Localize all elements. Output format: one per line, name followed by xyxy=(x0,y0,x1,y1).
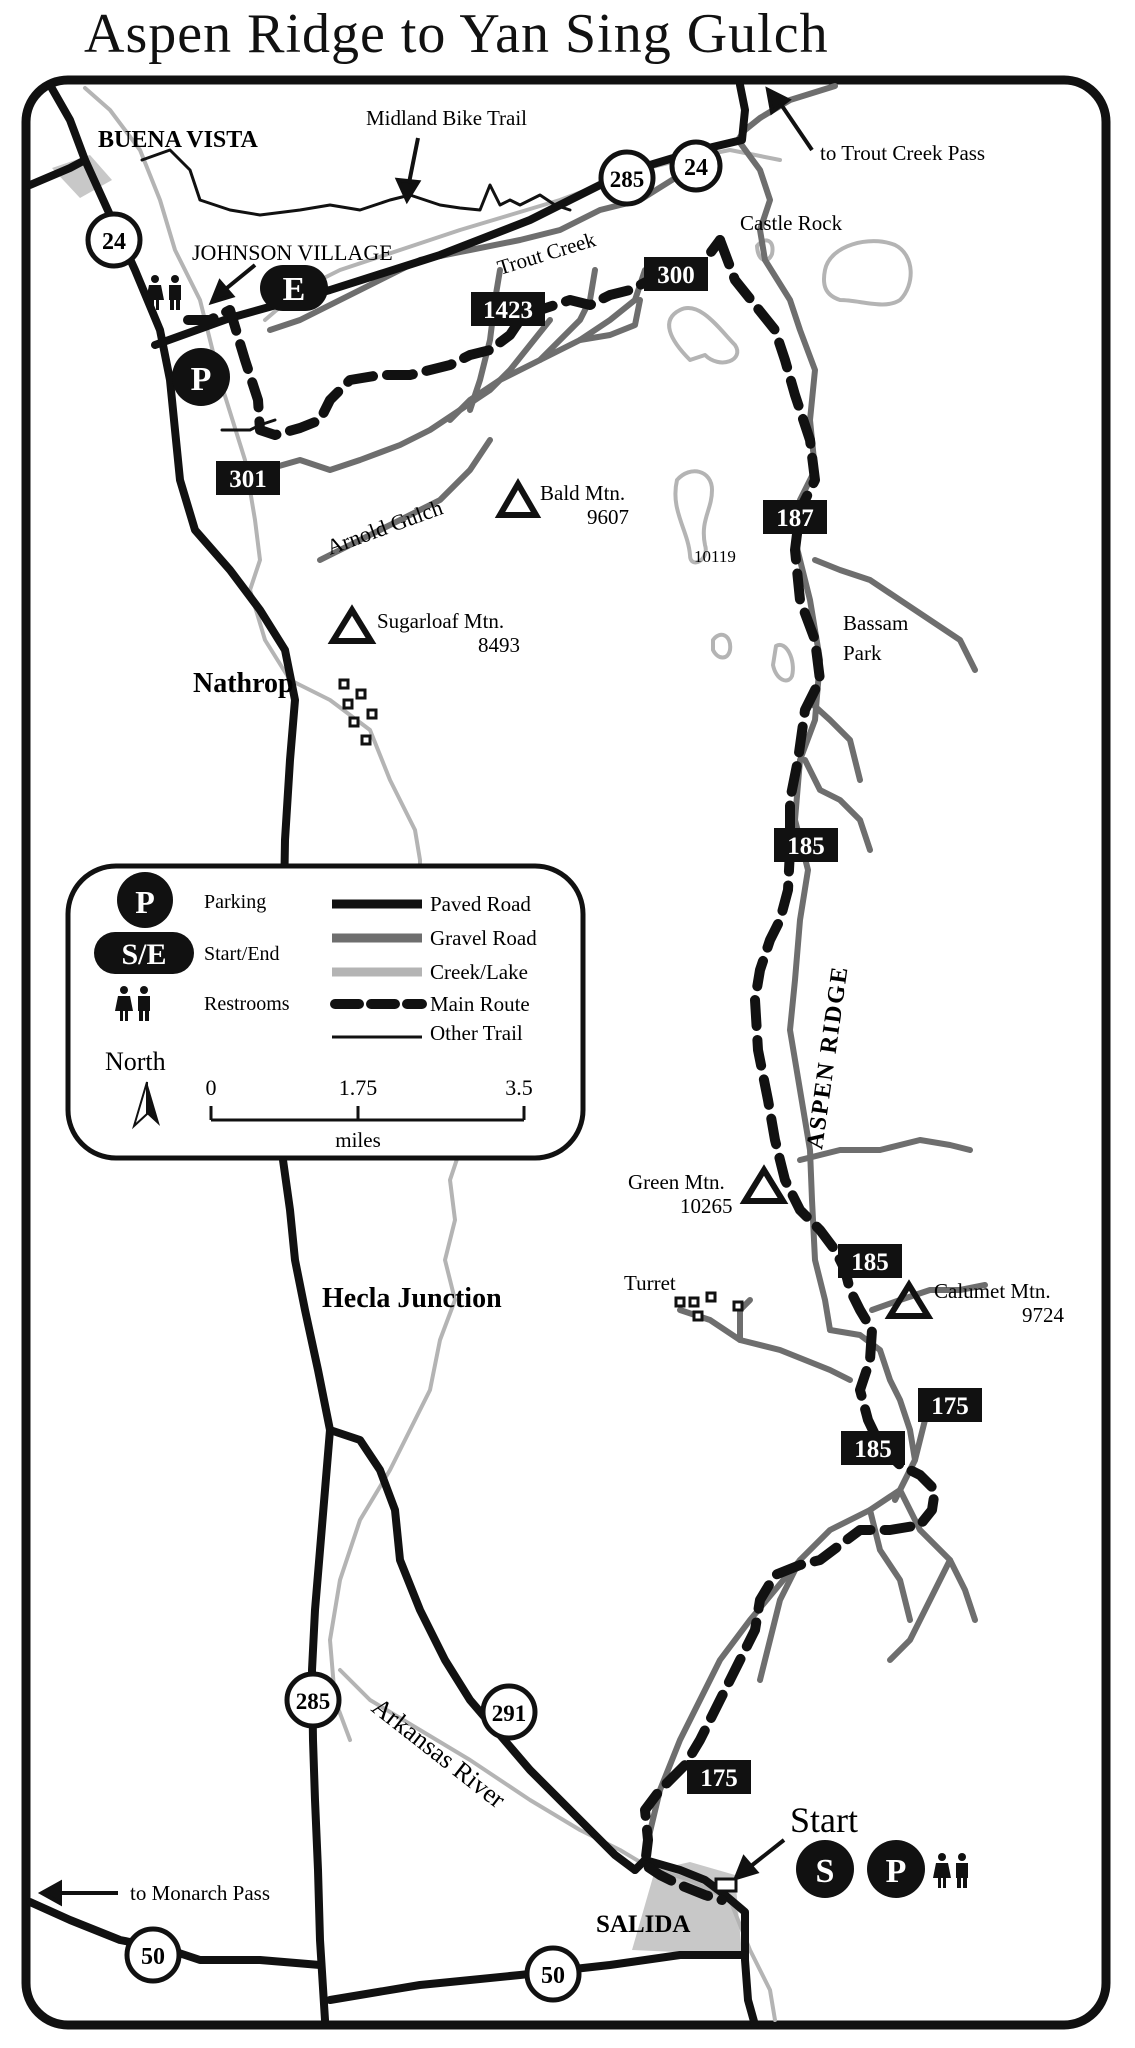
peak-icons xyxy=(327,478,934,1319)
end-marker[interactable]: E xyxy=(260,265,328,311)
svg-text:24: 24 xyxy=(684,155,708,181)
salida-label: SALIDA xyxy=(596,1911,690,1938)
trailhead-marker xyxy=(714,1877,738,1893)
highway-24-top: 24 xyxy=(669,139,723,193)
nathrop-buildings xyxy=(338,678,378,746)
highway-50-bottom: 50 xyxy=(524,1945,582,2003)
bassam-label: Bassam xyxy=(843,611,908,635)
road-185-c: 185 xyxy=(841,1431,905,1465)
svg-text:301: 301 xyxy=(229,466,267,493)
johnson-village-label: JOHNSON VILLAGE xyxy=(192,240,393,265)
legend-parking-symbol: P xyxy=(135,884,155,920)
svg-text:P: P xyxy=(191,361,212,398)
legend-gravel: Gravel Road xyxy=(430,926,537,950)
legend-parking: Parking xyxy=(204,891,266,913)
svg-text:175: 175 xyxy=(931,1393,969,1420)
svg-text:50: 50 xyxy=(141,1944,165,1970)
road-1423: 1423 xyxy=(471,292,545,326)
highway-24-left: 24 xyxy=(85,211,143,269)
road-175-a: 175 xyxy=(918,1388,982,1422)
legend-other-trail: Other Trail xyxy=(430,1021,523,1045)
svg-text:1423: 1423 xyxy=(483,297,533,324)
castle-rock-label: Castle Rock xyxy=(740,211,843,235)
sugarloaf-elev: 8493 xyxy=(478,633,520,657)
highway-285-bottom: 285 xyxy=(284,1671,342,1729)
highway-50-left: 50 xyxy=(124,1926,182,1984)
svg-text:E: E xyxy=(283,271,306,308)
svg-text:285: 285 xyxy=(296,1689,331,1714)
start-marker-s[interactable]: S xyxy=(796,1840,854,1898)
start-marker-p[interactable]: P xyxy=(867,1840,925,1898)
legend-start-end-symbol: S/E xyxy=(121,938,166,971)
road-300: 300 xyxy=(644,257,708,291)
hecla-junction-label: Hecla Junction xyxy=(322,1283,502,1314)
highway-285-top: 285 xyxy=(598,149,656,207)
svg-text:24: 24 xyxy=(102,229,126,255)
gravel-roads xyxy=(262,83,988,1843)
midland-arrow xyxy=(394,137,422,205)
start-label: Start xyxy=(790,1800,858,1840)
trout-creek-pass-arrow xyxy=(765,86,814,152)
start-arrow xyxy=(732,1838,786,1882)
lake-elev-label: 10119 xyxy=(694,547,736,566)
legend-scale-0: 0 xyxy=(206,1075,217,1100)
svg-text:185: 185 xyxy=(854,1436,892,1463)
monarch-pass-label: to Monarch Pass xyxy=(130,1881,270,1905)
map-title: Aspen Ridge to Yan Sing Gulch xyxy=(84,3,829,65)
nathrop-label: Nathrop xyxy=(193,668,294,699)
svg-text:175: 175 xyxy=(700,1765,738,1792)
road-175-b: 175 xyxy=(687,1760,751,1794)
legend-scale-unit: miles xyxy=(335,1128,381,1152)
legend-scale-max: 3.5 xyxy=(505,1075,533,1100)
legend: P Parking S/E Start/End Restrooms Paved … xyxy=(65,863,586,1161)
svg-text:291: 291 xyxy=(492,1701,527,1726)
trout-creek-pass-label: to Trout Creek Pass xyxy=(820,141,985,165)
midland-bike-trail-label: Midland Bike Trail xyxy=(366,106,527,130)
legend-north: North xyxy=(105,1047,166,1076)
legend-paved: Paved Road xyxy=(430,892,531,916)
legend-main-route: Main Route xyxy=(430,992,530,1016)
road-185-a: 185 xyxy=(774,828,838,862)
turret-label: Turret xyxy=(624,1271,676,1295)
svg-text:P: P xyxy=(886,1853,907,1890)
johnson-village-arrow xyxy=(208,263,257,306)
svg-text:S: S xyxy=(816,1853,835,1890)
legend-scale-mid: 1.75 xyxy=(339,1075,378,1100)
sugarloaf-label: Sugarloaf Mtn. xyxy=(377,609,504,633)
green-mtn-label: Green Mtn. xyxy=(628,1170,725,1194)
calumet-mtn-elev: 9724 xyxy=(1022,1303,1065,1327)
svg-text:50: 50 xyxy=(541,1963,565,1989)
svg-text:285: 285 xyxy=(610,167,645,192)
svg-text:187: 187 xyxy=(776,505,814,532)
buena-vista-label: BUENA VISTA xyxy=(98,127,259,153)
green-mtn-elev: 10265 xyxy=(680,1194,733,1218)
legend-start-end: Start/End xyxy=(204,943,280,965)
turret-buildings xyxy=(674,1291,744,1322)
bald-mtn-elev: 9607 xyxy=(587,505,629,529)
highway-291: 291 xyxy=(480,1683,538,1741)
parking-marker-top[interactable]: P xyxy=(172,348,230,406)
svg-text:185: 185 xyxy=(787,833,825,860)
bald-mtn-label: Bald Mtn. xyxy=(540,481,625,505)
svg-text:300: 300 xyxy=(657,262,695,289)
road-301: 301 xyxy=(216,461,280,495)
legend-restrooms: Restrooms xyxy=(204,993,290,1015)
park-label: Park xyxy=(843,641,882,665)
svg-text:185: 185 xyxy=(851,1249,889,1276)
legend-creek: Creek/Lake xyxy=(430,960,528,984)
main-route[interactable] xyxy=(183,235,940,1905)
monarch-pass-arrow xyxy=(37,1879,118,1907)
calumet-mtn-label: Calumet Mtn. xyxy=(934,1279,1051,1303)
road-187: 187 xyxy=(763,500,827,534)
road-185-b: 185 xyxy=(838,1244,902,1278)
